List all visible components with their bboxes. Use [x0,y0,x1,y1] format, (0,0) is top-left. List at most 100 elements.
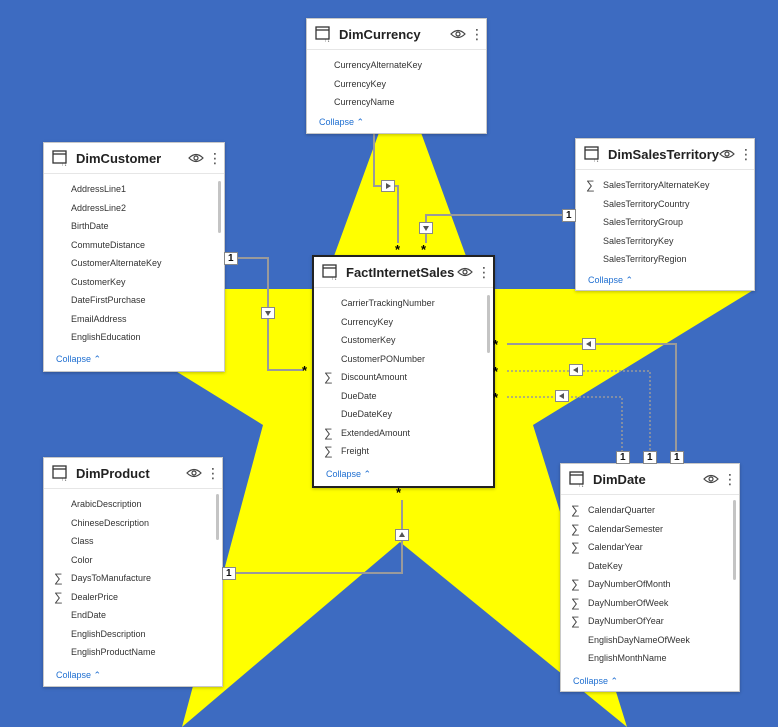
eye-icon[interactable] [457,266,473,278]
field-row[interactable]: Color [44,551,222,570]
cardinality-one-date-3: 1 [670,451,684,464]
sigma-icon: ∑ [571,540,580,554]
field-row[interactable]: SalesTerritoryCountry [576,195,754,214]
scrollbar[interactable] [218,181,221,233]
scrollbar[interactable] [733,500,736,580]
field-row[interactable]: DateKey [561,557,739,576]
field-name: Color [71,554,93,565]
field-row[interactable]: EmailAddress [44,310,224,329]
field-row[interactable]: AddressLine2 [44,199,224,218]
filter-arrow-left-icon[interactable] [555,390,569,402]
more-options-icon[interactable]: ⋮ [206,465,220,481]
field-row[interactable]: SalesTerritoryGroup [576,213,754,232]
filter-arrow-left-icon[interactable] [569,364,583,376]
card-header[interactable]: ↑↓ DimCurrency ⋮ [307,19,486,50]
field-row[interactable]: CustomerKey [44,273,224,292]
field-row[interactable]: DueDate [314,387,493,406]
sigma-icon: ∑ [586,178,595,192]
field-row[interactable]: SalesTerritoryKey [576,232,754,251]
cardinality-one-product: 1 [222,567,236,580]
scrollbar[interactable] [487,295,490,353]
field-row[interactable]: EnglishMonthName [561,649,739,668]
collapse-link[interactable]: Collapse ⌃ [319,117,365,127]
field-row[interactable]: CustomerAlternateKey [44,254,224,273]
field-name: CustomerKey [341,335,396,345]
field-row[interactable]: EnglishDescription [44,625,222,644]
table-card-dimdate[interactable]: ↑↓ DimDate ⋮ ∑CalendarQuarter∑CalendarSe… [560,463,740,692]
field-row[interactable]: CurrencyName [307,93,486,112]
field-row[interactable]: DateFirstPurchase [44,291,224,310]
field-row[interactable]: ∑CalendarSemester [561,520,739,539]
collapse-link[interactable]: Collapse ⌃ [573,676,619,686]
field-row[interactable]: ∑DayNumberOfWeek [561,594,739,613]
cardinality-many-product: * [396,485,402,500]
field-row[interactable]: SalesTerritoryRegion [576,250,754,269]
field-row[interactable]: ∑DaysToManufacture [44,569,222,588]
field-row[interactable]: CurrencyKey [314,313,493,332]
field-row[interactable]: ArabicDescription [44,495,222,514]
scrollbar[interactable] [216,494,219,540]
field-row[interactable]: ∑CalendarQuarter [561,501,739,520]
more-options-icon[interactable]: ⋮ [477,264,491,280]
field-row[interactable]: ∑CalendarYear [561,538,739,557]
collapse-link[interactable]: Collapse ⌃ [56,354,102,364]
eye-icon[interactable] [719,148,735,160]
field-row[interactable]: ∑DayNumberOfMonth [561,575,739,594]
eye-icon[interactable] [703,473,719,485]
field-row[interactable]: ChineseDescription [44,514,222,533]
collapse-link[interactable]: Collapse ⌃ [588,275,634,285]
field-row[interactable]: ∑DayNumberOfYear [561,612,739,631]
field-name: ChineseDescription [71,517,150,528]
field-row[interactable]: ∑ExtendedAmount [314,424,493,443]
more-options-icon[interactable]: ⋮ [470,26,484,42]
field-row[interactable]: EndDate [44,606,222,625]
field-row[interactable]: ∑DiscountAmount [314,368,493,387]
field-row[interactable]: CarrierTrackingNumber [314,294,493,313]
field-name: BirthDate [71,221,109,231]
sigma-icon: ∑ [571,577,580,591]
field-row[interactable]: CommuteDistance [44,236,224,255]
field-row[interactable]: ∑SalesTerritoryAlternateKey [576,176,754,195]
more-options-icon[interactable]: ⋮ [739,146,754,162]
field-row[interactable]: AddressLine1 [44,180,224,199]
field-row[interactable]: BirthDate [44,217,224,236]
sigma-icon: ∑ [54,571,63,585]
collapse-link[interactable]: Collapse ⌃ [56,670,102,680]
filter-arrow-left-icon[interactable] [582,338,596,350]
card-header[interactable]: ↑↓ DimCustomer ⋮ [44,143,224,174]
collapse-link[interactable]: Collapse ⌃ [326,469,372,479]
more-options-icon[interactable]: ⋮ [208,150,222,166]
field-row[interactable]: CurrencyAlternateKey [307,56,486,75]
field-row[interactable]: EnglishDayNameOfWeek [561,631,739,650]
more-options-icon[interactable]: ⋮ [723,471,737,487]
filter-arrow-down-icon[interactable] [419,222,433,234]
field-row[interactable]: CustomerKey [314,331,493,350]
field-row[interactable]: DueDateKey [314,405,493,424]
relationship-date-fact-inactive-1 [507,370,651,452]
table-card-dimsalesterritory[interactable]: ↑↓ DimSalesTerritory ⋮ ∑SalesTerritoryAl… [575,138,755,291]
cardinality-one-customer: 1 [224,252,238,265]
field-row[interactable]: CustomerPONumber [314,350,493,369]
filter-arrow-down-icon[interactable] [261,307,275,319]
card-header[interactable]: ↑↓ FactInternetSales ⋮ [314,257,493,288]
field-row[interactable]: Class [44,532,222,551]
card-header[interactable]: ↑↓ DimProduct ⋮ [44,458,222,489]
field-name: DiscountAmount [341,372,408,382]
eye-icon[interactable] [188,152,204,164]
card-header[interactable]: ↑↓ DimSalesTerritory ⋮ [576,139,754,170]
field-name: CommuteDistance [71,239,146,250]
table-card-factinternetsales[interactable]: ↑↓ FactInternetSales ⋮ CarrierTrackingNu… [312,255,495,488]
card-header[interactable]: ↑↓ DimDate ⋮ [561,464,739,495]
field-row[interactable]: CurrencyKey [307,75,486,94]
field-row[interactable]: ∑DealerPrice [44,588,222,607]
filter-arrow-right-icon[interactable] [381,180,395,192]
field-row[interactable]: EnglishEducation [44,328,224,347]
eye-icon[interactable] [186,467,202,479]
filter-arrow-up-icon[interactable] [395,529,409,541]
field-row[interactable]: EnglishProductName [44,643,222,662]
eye-icon[interactable] [450,28,466,40]
field-row[interactable]: ∑Freight [314,442,493,461]
